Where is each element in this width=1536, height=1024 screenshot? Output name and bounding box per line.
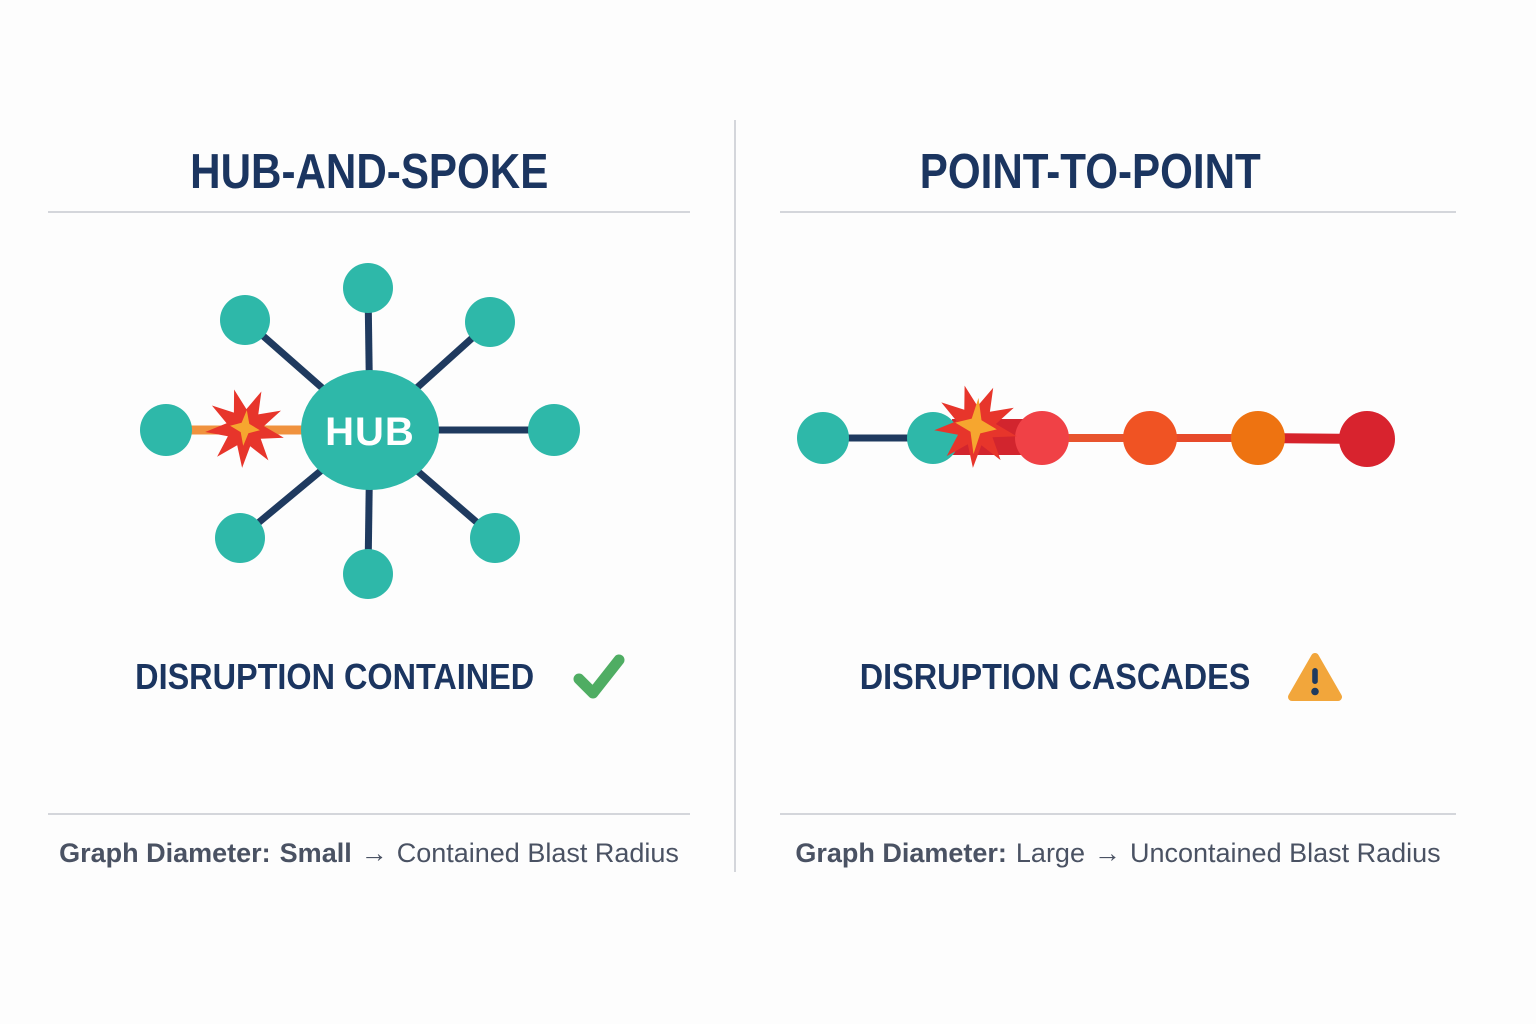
spoke-node <box>465 297 515 347</box>
caption-right: Graph Diameter: Large → Uncontained Blas… <box>780 838 1456 869</box>
caption-right-value: Large <box>1015 838 1085 868</box>
panel-title-hub-and-spoke: HUB-AND-SPOKE <box>48 142 690 202</box>
panel-title-text: HUB-AND-SPOKE <box>189 145 549 199</box>
spoke-node <box>470 513 520 563</box>
caption-right-arrow: → <box>1093 838 1121 868</box>
disruption-burst-icon-core <box>230 410 260 446</box>
caption-left-label: Graph Diameter: <box>59 838 271 868</box>
spoke-node <box>140 404 192 456</box>
panel-title-point-to-point: POINT-TO-POINT <box>752 142 1428 202</box>
hub-label: HUB <box>325 410 415 454</box>
divider-bottom-left <box>48 813 690 815</box>
caption-left: Graph Diameter: Small → Contained Blast … <box>48 838 690 869</box>
caption-left-value: Small <box>279 838 352 868</box>
status-disruption-contained: DISRUPTION CONTAINED <box>48 652 690 702</box>
caption-right-result: Uncontained Blast Radius <box>1129 838 1441 868</box>
chain-node <box>1015 411 1069 465</box>
status-text: DISRUPTION CASCADES <box>859 656 1251 697</box>
chain-node <box>797 412 849 464</box>
spoke-node <box>343 549 393 599</box>
status-text: DISRUPTION CONTAINED <box>135 656 535 697</box>
divider-top-right <box>780 211 1456 213</box>
chain-node <box>1231 411 1285 465</box>
divider-vertical-center <box>734 120 736 872</box>
warning-icon <box>1288 652 1343 702</box>
divider-bottom-right <box>780 813 1456 815</box>
spoke-node <box>528 404 580 456</box>
chain-node <box>1123 411 1177 465</box>
status-disruption-cascades: DISRUPTION CASCADES <box>752 652 1428 702</box>
divider-top-left <box>48 211 690 213</box>
caption-right-label: Graph Diameter: <box>795 838 1007 868</box>
disruption-burst-icon-core <box>955 397 997 455</box>
hub-node <box>301 370 439 490</box>
caption-left-arrow: → <box>360 838 388 868</box>
chain-node <box>1339 411 1395 467</box>
check-icon <box>573 654 625 700</box>
caption-left-result: Contained Blast Radius <box>396 838 679 868</box>
spoke-node <box>215 513 265 563</box>
spoke-node <box>220 295 270 345</box>
spoke-node <box>343 263 393 313</box>
chain-node <box>907 412 959 464</box>
panel-title-text: POINT-TO-POINT <box>919 145 1261 199</box>
